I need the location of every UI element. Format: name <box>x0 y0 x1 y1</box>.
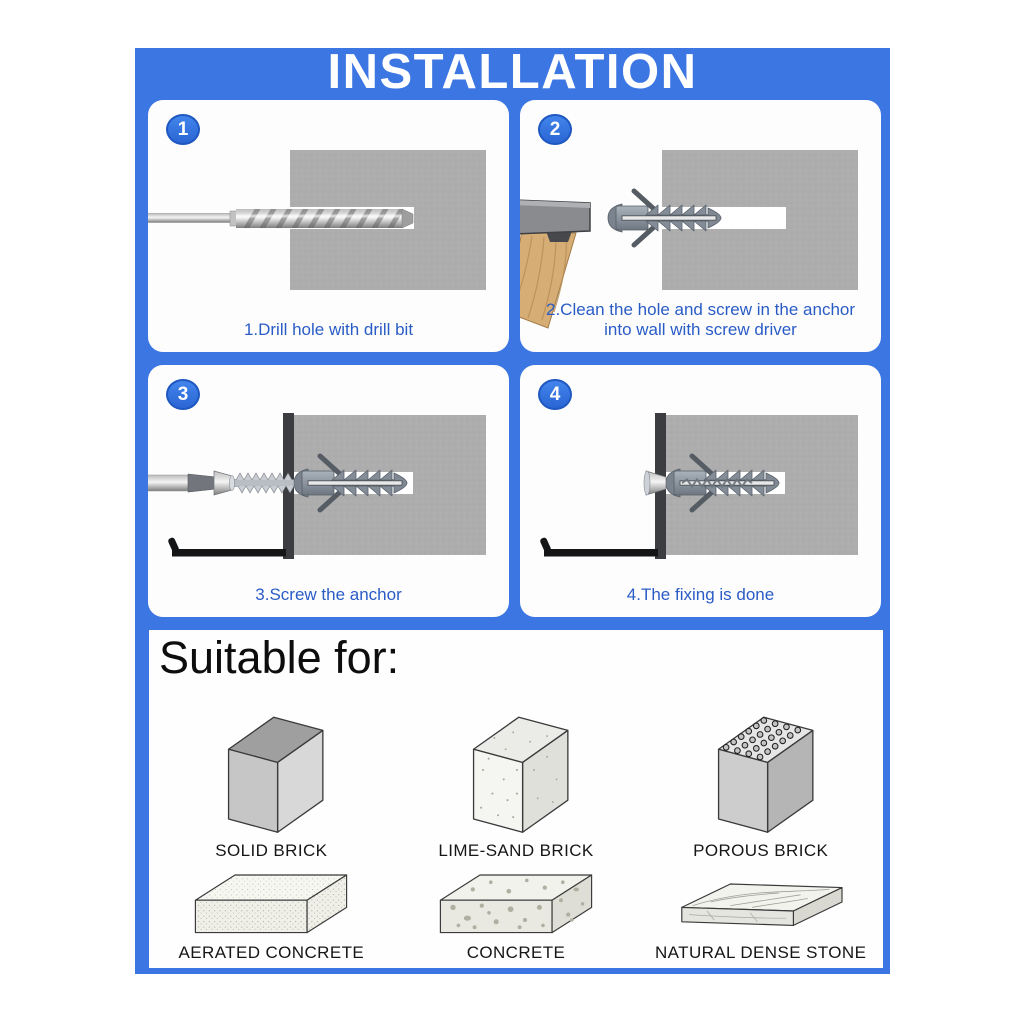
wall-block <box>662 150 858 290</box>
lime-sand-brick-icon <box>472 716 569 833</box>
screwdriver-anchor-illustration <box>148 413 486 559</box>
step-number-badge: 3 <box>166 379 200 410</box>
screw-icon <box>213 470 295 496</box>
materials-grid: SOLID BRICK L <box>149 700 883 968</box>
step-number-badge: 1 <box>166 114 200 145</box>
step-number-badge: 2 <box>538 114 572 145</box>
bracket-icon <box>168 537 286 557</box>
screw-head-icon <box>643 470 753 496</box>
step-caption: 2.Clean the hole and screw in the anchor… <box>545 299 856 339</box>
drill-into-wall-illustration <box>148 150 486 290</box>
bracket-icon <box>540 537 658 557</box>
hammer-anchor-illustration <box>520 150 858 329</box>
material-label: AERATED CONCRETE <box>178 943 365 962</box>
porous-brick-icon <box>717 716 814 833</box>
material-item: POROUS BRICK <box>638 700 883 866</box>
step-caption: 1.Drill hole with drill bit <box>243 319 414 339</box>
material-item: SOLID BRICK <box>149 700 394 866</box>
steps-grid: 1 1.Drill hole with drill bit <box>148 100 881 617</box>
hammer-icon <box>520 199 591 329</box>
step-panel-3: 3 3.Screw the anchor <box>148 365 509 617</box>
aerated-concrete-icon <box>195 874 348 934</box>
material-item: AERATED CONCRETE <box>149 866 394 968</box>
material-label: LIME-SAND BRICK <box>438 841 594 860</box>
step-panel-1: 1 1.Drill hole with drill bit <box>148 100 509 352</box>
step-panel-2: 2 2.Clean the hole and screw in the anch… <box>520 100 881 352</box>
step-number-badge: 4 <box>538 379 572 410</box>
material-item: LIME-SAND BRICK <box>394 700 639 866</box>
installation-poster: INSTALLATION <box>135 45 890 974</box>
concrete-icon <box>439 874 593 934</box>
natural-dense-stone-icon <box>680 883 843 926</box>
material-item: CONCRETE <box>394 866 639 968</box>
material-label: NATURAL DENSE STONE <box>655 943 867 962</box>
step-caption: 4.The fixing is done <box>626 584 775 604</box>
suitable-heading: Suitable for: <box>159 632 400 683</box>
screwdriver-icon <box>148 473 217 493</box>
material-label: POROUS BRICK <box>693 841 829 860</box>
fixed-anchor-illustration <box>540 413 858 559</box>
suitable-section: Suitable for: SOLID BRICK <box>149 630 883 968</box>
page-title: INSTALLATION <box>327 45 698 99</box>
material-label: SOLID BRICK <box>215 841 328 860</box>
material-label: CONCRETE <box>466 943 566 962</box>
step-caption: 3.Screw the anchor <box>255 584 402 604</box>
material-item: NATURAL DENSE STONE <box>638 866 883 968</box>
solid-brick-icon <box>228 716 324 833</box>
step-panel-4: 4 4.The fixing is done <box>520 365 881 617</box>
drill-bit-icon <box>148 208 414 229</box>
